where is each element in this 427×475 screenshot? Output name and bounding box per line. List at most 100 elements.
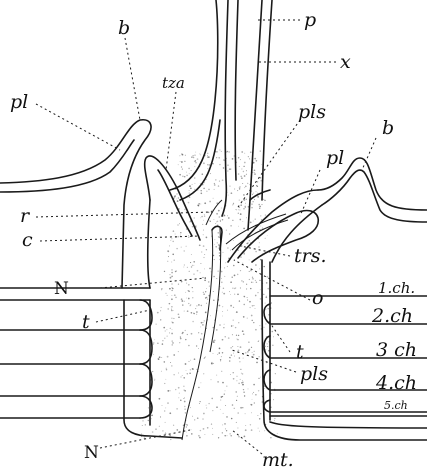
- stipple-dot: [249, 307, 250, 308]
- stipple-dot: [241, 382, 243, 384]
- stipple-dot: [174, 196, 176, 198]
- stipple-dot: [265, 303, 266, 304]
- stipple-dot: [227, 310, 228, 311]
- label-ch3: 3 ch: [376, 339, 417, 361]
- stipple-dot: [166, 329, 167, 330]
- stipple-dot: [273, 399, 274, 400]
- stipple-dot: [246, 217, 247, 218]
- stipple-dot: [199, 244, 201, 246]
- stipple-dot: [173, 230, 175, 232]
- stipple-dot: [214, 189, 215, 190]
- stipple-dot: [217, 221, 219, 223]
- stipple-dot: [210, 173, 211, 174]
- stipple-dot: [251, 404, 253, 406]
- stipple-dot: [224, 160, 225, 161]
- stipple-dot: [184, 408, 186, 410]
- stipple-dot: [221, 396, 223, 398]
- stipple-dot: [201, 333, 203, 335]
- stipple-dot: [180, 232, 181, 233]
- stipple-dot: [265, 349, 266, 350]
- stipple-dot: [243, 253, 245, 255]
- stipple-dot: [219, 149, 220, 150]
- stipple-dot: [200, 204, 201, 205]
- stipple-dot: [164, 361, 166, 363]
- stipple-dot: [242, 330, 244, 332]
- stipple-dot: [171, 283, 172, 284]
- stipple-dot: [246, 284, 247, 285]
- stipple-dot: [171, 318, 172, 319]
- stipple-dot: [237, 428, 238, 429]
- stipple-dot: [219, 216, 221, 218]
- stipple-dot: [240, 176, 242, 178]
- stipple-dot: [259, 325, 260, 326]
- stipple-dot: [196, 311, 198, 313]
- stipple-dot: [216, 157, 217, 158]
- stipple-dot: [194, 265, 195, 266]
- stipple-dot: [204, 182, 205, 183]
- stipple-dot: [180, 161, 181, 162]
- stipple-dot: [162, 405, 163, 406]
- stipple-dot: [225, 390, 226, 391]
- stipple-dot: [240, 379, 241, 380]
- stipple-dot: [190, 221, 191, 222]
- stipple-dot: [259, 208, 260, 209]
- stipple-dot: [163, 327, 165, 329]
- stipple-dot: [265, 215, 266, 216]
- stipple-dot: [222, 219, 223, 220]
- stipple-dot: [230, 225, 232, 227]
- stipple-dot: [192, 226, 194, 228]
- stipple-dot: [225, 262, 226, 263]
- stipple-dot: [200, 272, 201, 273]
- stipple-dot: [251, 429, 253, 431]
- stipple-dot: [251, 203, 252, 204]
- label-p: p: [304, 9, 316, 31]
- stipple-dot: [190, 304, 191, 305]
- stipple-dot: [255, 251, 257, 253]
- stipple-dot: [202, 322, 203, 323]
- stipple-dot: [190, 407, 191, 408]
- stipple-dot: [265, 238, 266, 239]
- stipple-dot: [242, 221, 243, 222]
- stipple-dot: [179, 223, 180, 224]
- stipple-dot: [232, 346, 233, 347]
- stipple-dot: [213, 363, 214, 364]
- stipple-dot: [186, 175, 188, 177]
- stipple-dot: [264, 327, 265, 328]
- stipple-dot: [206, 405, 207, 406]
- stipple-dot: [167, 295, 168, 296]
- stipple-dot: [224, 423, 226, 425]
- stipple-dot: [237, 376, 238, 377]
- stipple-dot: [255, 308, 256, 309]
- stipple-dot: [186, 432, 187, 433]
- stipple-dot: [256, 362, 258, 364]
- stipple-dot: [188, 298, 190, 300]
- stipple-dot: [227, 170, 228, 171]
- stipple-dot: [218, 437, 219, 438]
- stipple-dot: [170, 362, 171, 363]
- stipple-dot: [186, 424, 187, 425]
- stipple-dot: [257, 193, 258, 194]
- stipple-dot: [234, 294, 235, 295]
- stipple-dot: [170, 277, 172, 279]
- stipple-dot: [239, 219, 241, 221]
- stipple-dot: [214, 184, 216, 186]
- stipple-dot: [194, 358, 196, 360]
- stipple-dot: [260, 298, 262, 300]
- stipple-dot: [208, 156, 210, 158]
- stipple-dot: [222, 382, 224, 384]
- stipple-dot: [220, 400, 221, 401]
- stipple-dot: [265, 323, 266, 324]
- stipple-dot: [260, 150, 261, 151]
- stipple-dot: [220, 359, 221, 360]
- stipple-dot: [236, 311, 238, 313]
- stipple-dot: [232, 288, 233, 289]
- stipple-dot: [253, 193, 254, 194]
- label-pls-bottom: pls: [300, 363, 328, 385]
- stipple-dot: [198, 348, 199, 349]
- stipple-dot: [253, 322, 254, 323]
- stipple-dot: [171, 290, 172, 291]
- stipple-dot: [267, 288, 269, 290]
- stipple-dot: [175, 389, 176, 390]
- stipple-dot: [159, 356, 161, 358]
- stipple-dot: [208, 281, 210, 283]
